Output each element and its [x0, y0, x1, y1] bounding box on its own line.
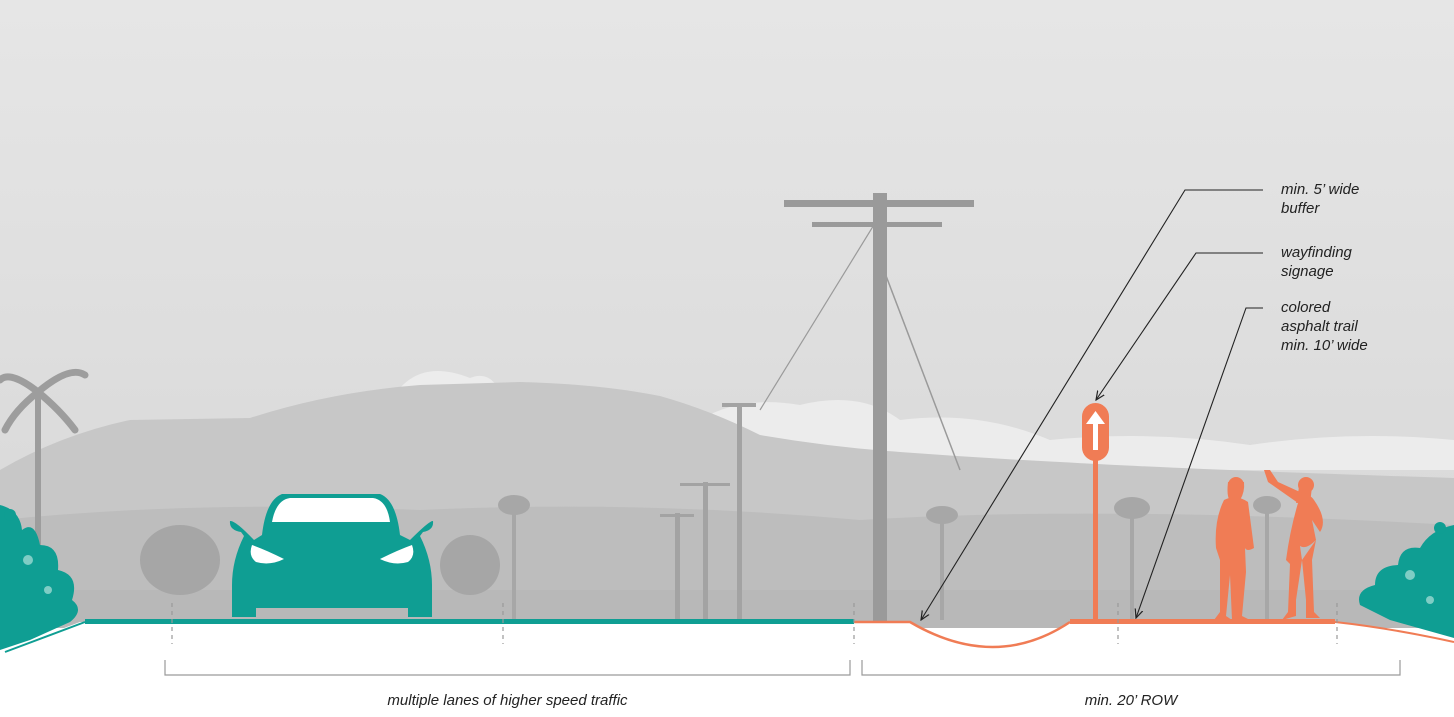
buffer-callout-label: min. 5’ wide buffer: [1281, 181, 1360, 217]
left-palms: [0, 368, 500, 625]
buffer-leader-line: [921, 189, 1263, 620]
pedestrian-icon: [1264, 470, 1323, 620]
signage-callout-label: wayfinding signage: [1281, 244, 1352, 280]
row-bracket: [861, 660, 1401, 676]
sign-post: [1093, 455, 1098, 622]
buffer-swale: [854, 620, 1071, 649]
car-icon: [229, 494, 434, 617]
wayfinding-sign: [1082, 403, 1109, 622]
right-slope: [1334, 621, 1454, 643]
pedestrian-icon: [1214, 477, 1254, 620]
row-caption: min. 20’ ROW: [1084, 692, 1178, 709]
lane-markers: [171, 603, 1338, 644]
trail-callout-label: colored asphalt trail min. 10’ wide: [1281, 299, 1368, 354]
utility-pole-small: [660, 403, 756, 623]
traffic-bracket: [164, 660, 851, 676]
right-bush-icon: [1359, 522, 1454, 638]
signage-leader-line: [1096, 252, 1263, 400]
up-arrow-icon: [1086, 411, 1105, 450]
callout-leaders: [921, 189, 1263, 620]
dimension-brackets: [164, 660, 1401, 676]
ground-section: [0, 619, 1454, 717]
left-slope: [4, 621, 86, 653]
traffic-caption: multiple lanes of higher speed traffic: [387, 692, 628, 709]
distant-palms: [498, 495, 1281, 620]
clouds: [400, 370, 1454, 470]
trail-leader-line: [1136, 307, 1263, 618]
left-bush-icon: [0, 505, 79, 650]
ground-fill: [0, 622, 1454, 717]
utility-pole-large: [759, 193, 974, 628]
